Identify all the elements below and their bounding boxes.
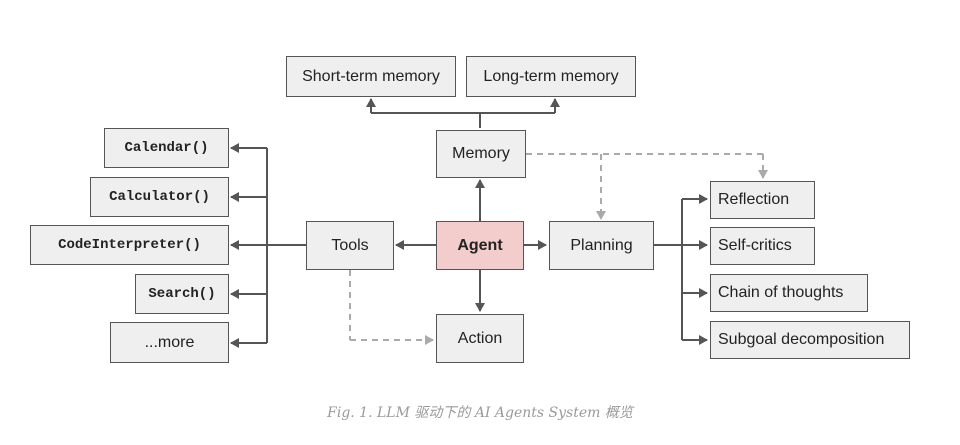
figure-caption: Fig. 1. LLM 驱动下的 AI Agents System 概览 <box>327 405 633 421</box>
memory-to-stores-connector <box>366 98 560 128</box>
action-node: Action <box>436 314 524 363</box>
planning-node: Planning <box>549 221 654 270</box>
planning-connectors <box>654 194 708 345</box>
agent-node: Agent <box>436 221 524 270</box>
short-term-memory-node: Short-term memory <box>286 56 456 97</box>
calendar-tool-node: Calendar() <box>104 128 229 168</box>
dashed-connectors <box>349 153 768 345</box>
tools-connectors <box>230 143 306 348</box>
tools-node: Tools <box>306 221 394 270</box>
self-critics-node: Self-critics <box>710 227 815 265</box>
code-interpreter-tool-node: CodeInterpreter() <box>30 225 229 265</box>
long-term-memory-node: Long-term memory <box>466 56 636 97</box>
calculator-tool-node: Calculator() <box>90 177 229 217</box>
reflection-node: Reflection <box>710 181 815 219</box>
more-tools-node: ...more <box>110 322 229 363</box>
search-tool-node: Search() <box>135 274 229 314</box>
agent-connectors <box>395 179 547 312</box>
subgoal-decomposition-node: Subgoal decomposition <box>710 321 910 359</box>
memory-node: Memory <box>436 130 526 178</box>
chain-of-thoughts-node: Chain of thoughts <box>710 274 868 312</box>
